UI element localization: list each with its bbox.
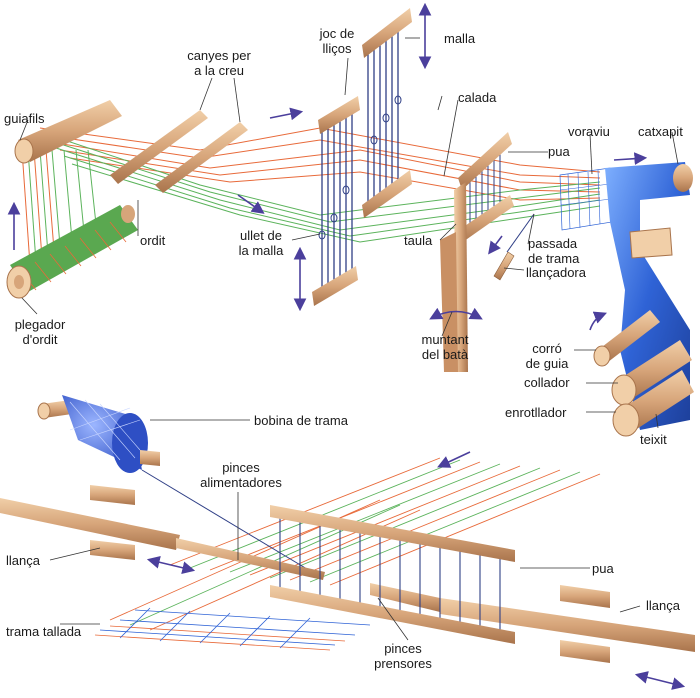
label-malla: malla [444,31,476,46]
label-taula: taula [404,233,433,248]
label-joc-line1: joc de [319,26,355,41]
reed-bottom [270,505,515,644]
rapier-right [370,583,695,663]
label-plegador-dordit: plegador d'ordit [10,317,70,347]
batten [440,132,514,372]
cross-rods [110,110,248,193]
label-pinces-prensores: pinces prensores [370,641,436,671]
guiafils-roller [14,100,122,164]
label-pinces-alimentadores: pinces alimentadores [196,460,286,490]
label-calada: calada [458,90,497,105]
label-collador: collador [524,375,570,390]
label-llancadora: llançadora [526,265,586,280]
motion-arrows-top [7,2,648,331]
label-catxapit: catxapit [638,124,683,139]
label-bobina-de-trama: bobina de trama [254,413,348,428]
label-canyes-line2: a la creu [194,63,244,78]
label-enrotllador: enrotllador [505,405,567,420]
label-corro-line1: corró [532,341,562,356]
label-ordit: ordit [140,233,166,248]
take-up-rollers [593,310,694,437]
label-pinces-pren-line2: prensores [374,656,432,671]
breast-beam [673,164,693,192]
label-ullet-line1: ullet de [240,228,282,243]
label-pua-top: pua [548,144,570,159]
label-llanca-left: llança [6,553,40,568]
label-passada-line1: passada [528,236,578,251]
label-passada-line2: de trama [528,251,580,266]
label-ullet-de-la-malla: ullet de la malla [228,228,294,258]
motion-arrows-bottom [146,451,686,690]
label-llanca-right: llança [646,598,680,613]
label-joc-line2: lliços [322,41,352,56]
label-passada-de-trama: passada de trama [528,236,579,266]
label-joc-de-llicos: joc de lliços [302,26,372,56]
label-trama-tallada: trama tallada [6,624,82,639]
label-muntant-line2: del batà [421,347,469,362]
warp-beam [6,205,138,299]
bottom-warp-threads [94,457,601,651]
label-pinces-alim-line2: alimentadores [200,475,282,490]
warp-threads [21,127,601,266]
rapier-left [0,485,325,580]
label-muntant-line1: muntant [421,332,469,347]
label-pinces-pren-line1: pinces [384,641,422,656]
heddle-frames [312,8,412,306]
weft-bobbin [37,395,323,579]
label-plegador-line2: d'ordit [22,332,58,347]
shuttle [493,213,535,281]
label-plegador-line1: plegador [14,317,66,332]
label-corro-de-guia: corró de guia [518,341,576,371]
label-pinces-alim-line1: pinces [222,460,260,475]
label-canyes-per-a-la-creu: canyes per a la creu [176,48,262,78]
label-guiafils: guiafils [4,111,45,126]
label-muntant-del-bata: muntant del batà [410,332,480,362]
label-canyes-line1: canyes per [187,48,251,63]
leader-lines [19,37,679,641]
label-ullet-line2: la malla [238,243,284,258]
label-teixit: teixit [640,432,667,447]
label-voraviu: voraviu [568,124,610,139]
label-pua-bottom: pua [592,561,614,576]
label-corro-line2: de guia [525,356,569,371]
